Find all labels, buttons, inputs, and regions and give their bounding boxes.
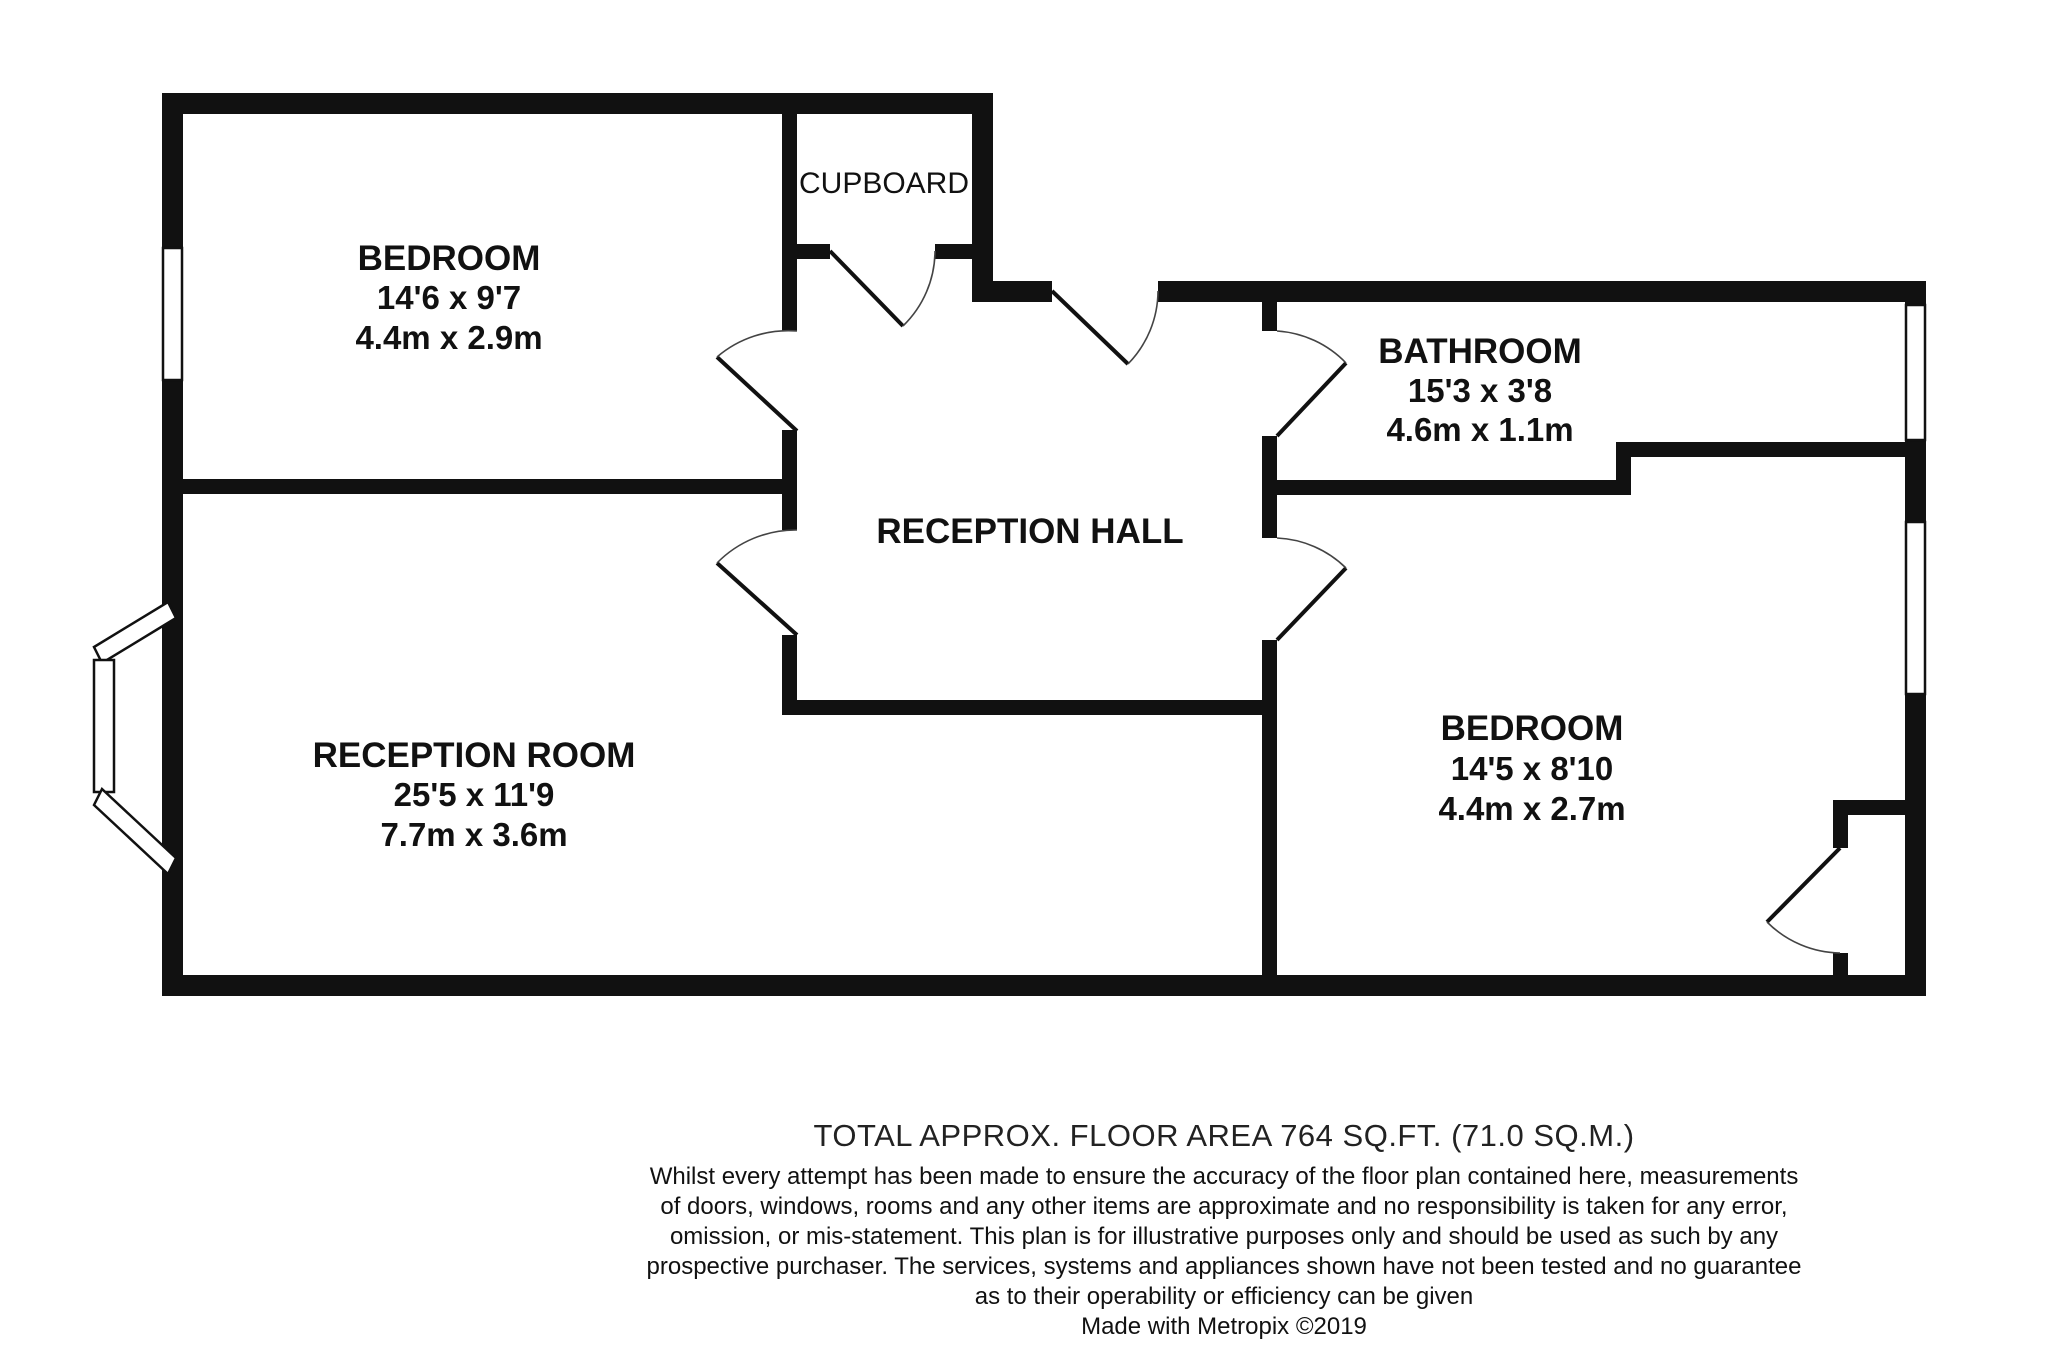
reception-room-dim-metric: 7.7m x 3.6m — [380, 816, 567, 853]
door-bathroom-swing — [1276, 330, 1347, 364]
wall-bathroom-bottom-c — [1616, 442, 1926, 457]
reception-room-name: RECEPTION ROOM — [313, 736, 636, 775]
wall-bedroom1-bottom — [162, 479, 797, 494]
bedroom1-name: BEDROOM — [358, 239, 541, 278]
bathroom-name: BATHROOM — [1378, 332, 1582, 371]
wall-hall-left-lower — [782, 635, 797, 715]
door-bedroom1 — [715, 355, 799, 433]
wall-cupboard-bottom-left — [782, 244, 830, 259]
metropix-credit: Made with Metropix ©2019 — [1081, 1313, 1367, 1340]
window-bedroom2 — [1904, 520, 1927, 696]
disclaimer-line: prospective purchaser. The services, sys… — [646, 1253, 1802, 1280]
disclaimer-line: of doors, windows, rooms and any other i… — [660, 1193, 1788, 1220]
disclaimer-line: omission, or mis-statement. This plan is… — [669, 1223, 1779, 1250]
door-bathroom — [1275, 361, 1348, 438]
window-bedroom1 — [161, 246, 184, 382]
wall-bottom — [162, 975, 1926, 996]
door-bedroom2 — [1275, 566, 1348, 642]
windows — [92, 246, 1927, 877]
wall-cupboard-right — [972, 93, 993, 283]
door-bedroom1-swing — [716, 329, 798, 358]
cupboard-name: CUPBOARD — [799, 167, 969, 200]
wall-bedroom1-right-upper — [782, 93, 797, 331]
wall-wardrobe-top — [1833, 800, 1926, 815]
wall-bathroom-bottom-a — [1262, 480, 1630, 495]
wall-top-left — [162, 93, 993, 114]
reception-room-dim-imperial: 25'5 x 11'9 — [394, 776, 555, 813]
wall-hall-bottom — [782, 700, 1275, 715]
door-wardrobe — [1765, 846, 1842, 924]
door-entrance — [1050, 289, 1130, 366]
reception-hall-name: RECEPTION HALL — [876, 512, 1183, 551]
bedroom1-dim-metric: 4.4m x 2.9m — [355, 319, 542, 356]
bedroom2-dim-metric: 4.4m x 2.7m — [1438, 790, 1625, 827]
total-floor-area: TOTAL APPROX. FLOOR AREA 764 SQ.FT. (71.… — [813, 1118, 1635, 1153]
door-cupboard — [828, 249, 905, 328]
bay-window-front — [92, 658, 116, 794]
wall-wardrobe-left-upper — [1833, 800, 1848, 848]
window-bathroom — [1904, 303, 1927, 442]
bedroom1-dim-imperial: 14'6 x 9'7 — [377, 279, 521, 316]
door-cupboard-swing — [902, 250, 936, 327]
exterior-walls — [162, 93, 1926, 996]
disclaimer-line: Whilst every attempt has been made to en… — [649, 1163, 1799, 1190]
bathroom-dim-metric: 4.6m x 1.1m — [1386, 411, 1573, 448]
door-wardrobe-swing — [1766, 921, 1841, 954]
plan-footer: TOTAL APPROX. FLOOR AREA 764 SQ.FT. (71.… — [520, 1118, 1928, 1342]
interior-walls — [162, 93, 1926, 996]
disclaimer-line: as to their operability or efficiency ca… — [974, 1283, 1474, 1310]
door-reception-room — [715, 561, 799, 637]
wall-hall-right-a — [1262, 281, 1277, 331]
door-reception-room-swing — [716, 529, 798, 564]
bay-window-lower — [92, 786, 178, 877]
wall-top-right — [1158, 281, 1926, 302]
room-labels: BEDROOM 14'6 x 9'7 4.4m x 2.9m CUPBOARD … — [313, 167, 1626, 853]
wall-wardrobe-left-lower — [1833, 953, 1848, 996]
bedroom2-dim-imperial: 14'5 x 8'10 — [1451, 750, 1614, 787]
door-bedroom2-swing — [1276, 537, 1347, 569]
doors — [715, 249, 1842, 954]
wall-step-ledge — [972, 281, 1052, 302]
wall-hall-right-c — [1262, 640, 1277, 996]
door-entrance-swing — [1127, 290, 1159, 365]
bedroom2-name: BEDROOM — [1441, 709, 1624, 748]
bathroom-dim-imperial: 15'3 x 3'8 — [1408, 372, 1552, 409]
wall-cupboard-bottom-right — [935, 244, 993, 259]
